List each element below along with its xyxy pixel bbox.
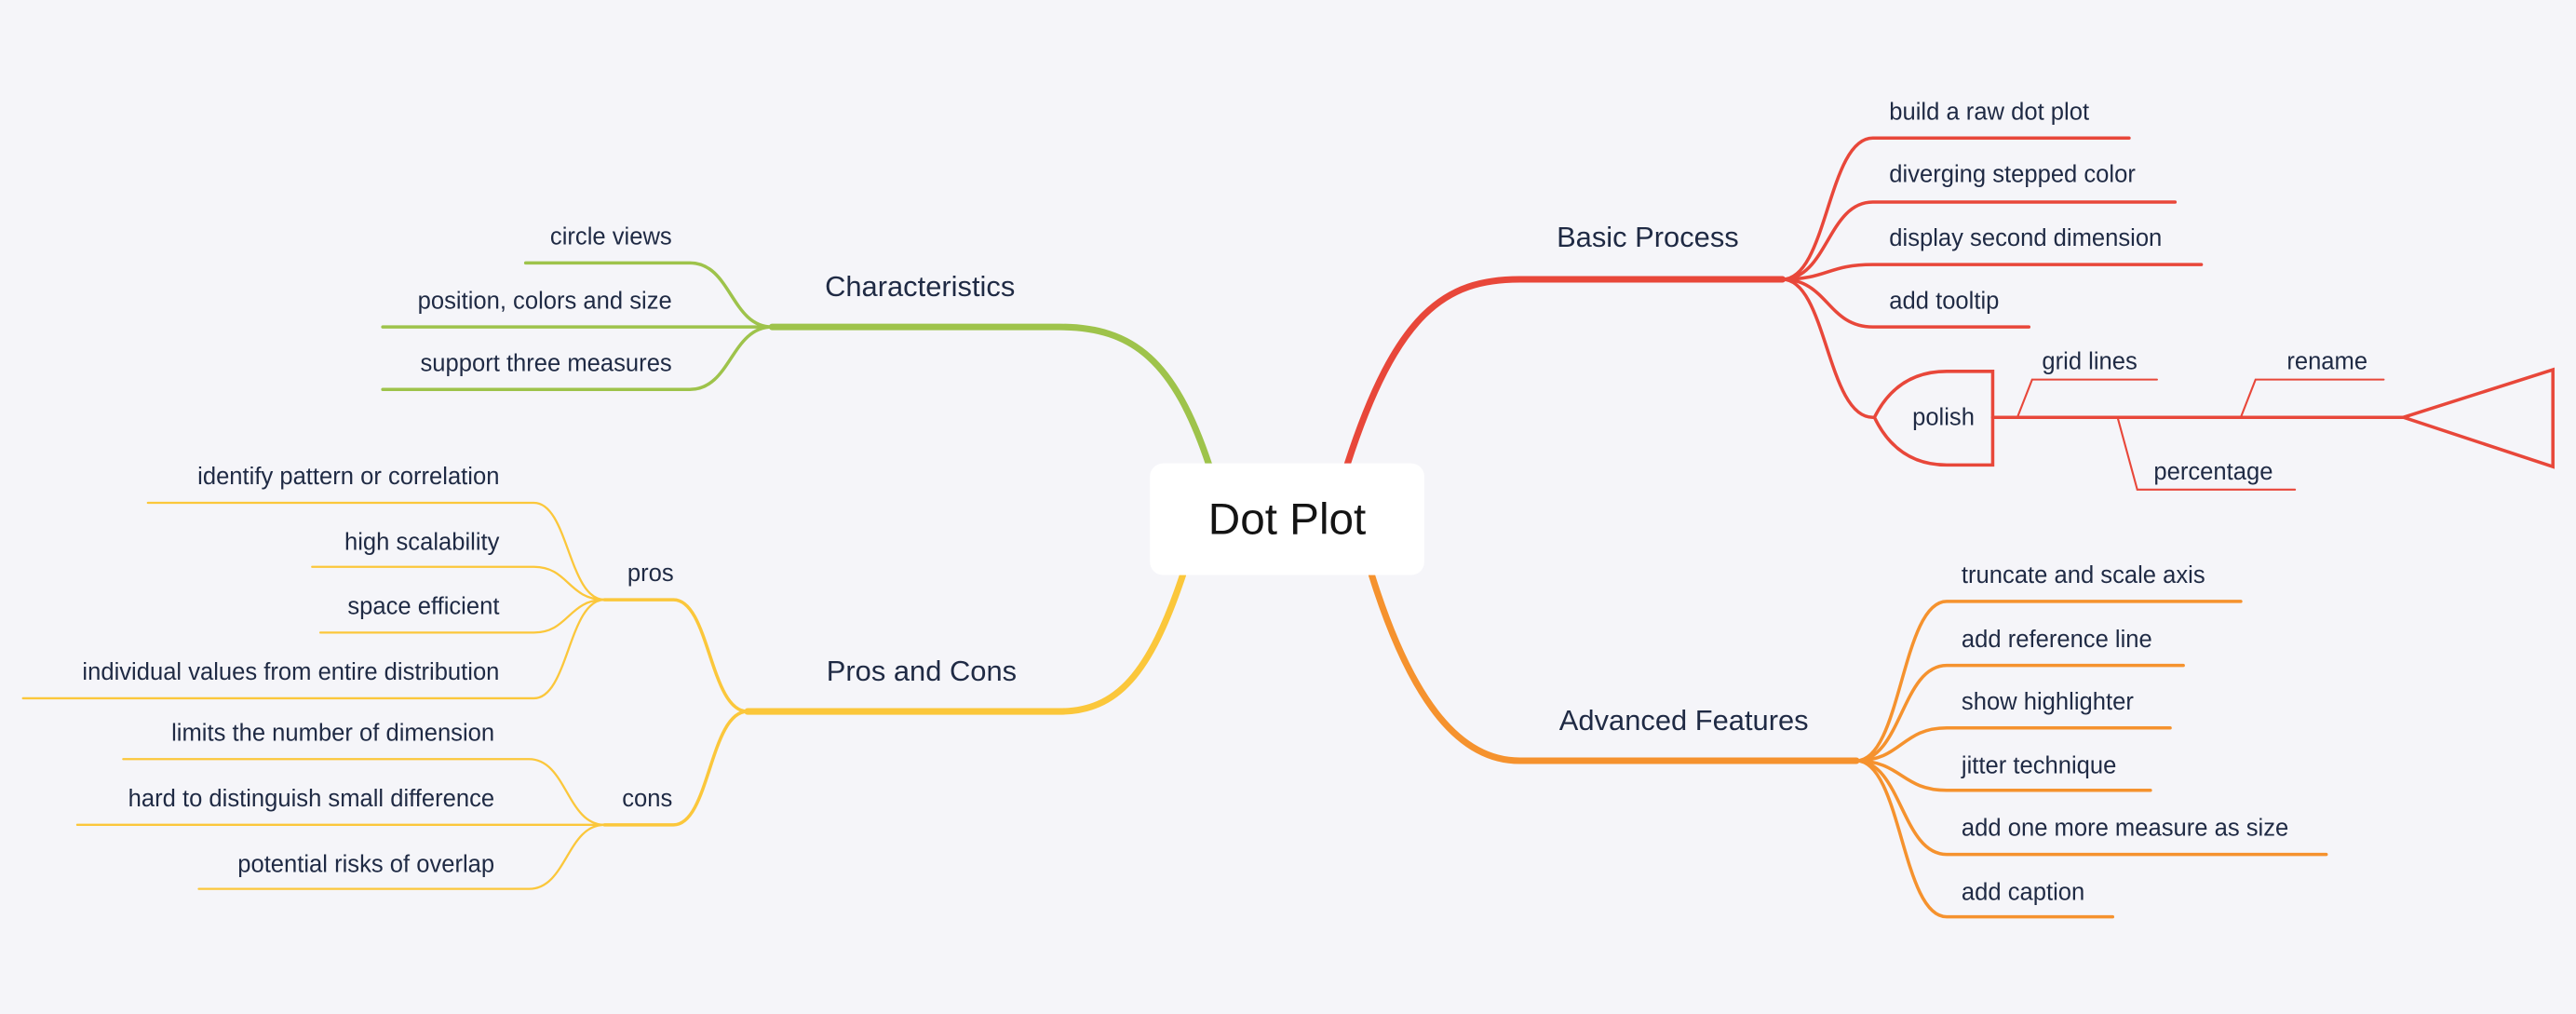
polish-triangle xyxy=(2397,367,2555,469)
connector-polish xyxy=(1780,277,1875,419)
leaf-add-tooltip[interactable]: add tooltip xyxy=(1889,289,2000,316)
connector-individual-values xyxy=(21,598,606,700)
leaf-identify-pattern[interactable]: identify pattern or correlation xyxy=(197,464,500,492)
connector-add-tooltip xyxy=(1780,277,2031,329)
leaf-add-measure-as-size[interactable]: add one more measure as size xyxy=(1961,816,2289,843)
leaf-limits-dimension[interactable]: limits the number of dimension xyxy=(171,721,495,748)
connector-grid-lines xyxy=(2016,378,2158,419)
leaf-hard-to-distinguish[interactable]: hard to distinguish small difference xyxy=(128,786,495,814)
connector-add-caption xyxy=(1854,759,2115,919)
connector-root-basic-process xyxy=(1343,276,1787,468)
polish-shape xyxy=(1872,370,1995,467)
leaf-display-second-dimension[interactable]: display second dimension xyxy=(1889,226,2163,253)
leaf-rename[interactable]: rename xyxy=(2286,349,2368,376)
connector-space-efficient xyxy=(318,598,606,634)
root-label: Dot Plot xyxy=(1207,493,1367,544)
leaf-risks-of-overlap[interactable]: potential risks of overlap xyxy=(237,852,495,879)
connector-jitter-technique xyxy=(1854,759,2152,792)
leaf-show-highlighter[interactable]: show highlighter xyxy=(1961,689,2134,716)
branch-characteristics[interactable]: Characteristics xyxy=(825,269,1016,304)
leaf-support-three-measures[interactable]: support three measures xyxy=(420,351,672,378)
leaf-individual-values[interactable]: individual values from entire distributi… xyxy=(82,659,500,687)
connector-root-pros-and-cons xyxy=(744,572,1187,715)
connector-add-reference-line xyxy=(1854,663,2185,763)
connector-root-characteristics xyxy=(768,323,1213,468)
leaf-jitter-technique[interactable]: jitter technique xyxy=(1961,753,2117,780)
connector-circle-views xyxy=(523,261,775,329)
leaf-pros[interactable]: pros xyxy=(627,561,674,588)
connector-root-advanced-features xyxy=(1368,572,1860,764)
branch-advanced-features[interactable]: Advanced Features xyxy=(1558,703,1809,737)
connector-build-raw-dot-plot xyxy=(1780,136,2131,281)
leaf-circle-views[interactable]: circle views xyxy=(549,224,672,251)
branch-basic-process[interactable]: Basic Process xyxy=(1557,220,1739,254)
leaf-build-raw-dot-plot[interactable]: build a raw dot plot xyxy=(1889,100,2090,127)
connector-cons xyxy=(602,710,749,827)
connector-percentage xyxy=(2116,416,2297,491)
leaf-grid-lines[interactable]: grid lines xyxy=(2042,349,2138,376)
connector-rename xyxy=(2239,378,2385,419)
branch-pros-and-cons[interactable]: Pros and Cons xyxy=(826,654,1018,688)
connector-add-measure-as-size xyxy=(1854,759,2328,857)
connector-limits-dimension xyxy=(122,758,606,826)
leaf-cons[interactable]: cons xyxy=(622,786,673,814)
connector-high-scalability xyxy=(311,565,606,602)
leaf-position-colors-size[interactable]: position, colors and size xyxy=(417,289,672,316)
leaf-add-caption[interactable]: add caption xyxy=(1961,880,2085,907)
leaf-add-reference-line[interactable]: add reference line xyxy=(1961,627,2152,654)
leaf-space-efficient[interactable]: space efficient xyxy=(347,594,500,621)
connector-diverging-stepped-color xyxy=(1780,200,2178,281)
leaf-diverging-stepped-color[interactable]: diverging stepped color xyxy=(1889,162,2136,189)
root-node[interactable]: Dot Plot xyxy=(1150,463,1424,575)
connector-display-second-dimension xyxy=(1780,263,2204,281)
connector-pros xyxy=(602,598,749,713)
connector-risks-of-overlap xyxy=(197,823,606,890)
connector-truncate-scale-axis xyxy=(1854,600,2243,763)
leaf-truncate-scale-axis[interactable]: truncate and scale axis xyxy=(1961,562,2205,590)
leaf-percentage[interactable]: percentage xyxy=(2153,459,2273,486)
leaf-high-scalability[interactable]: high scalability xyxy=(344,530,500,557)
connector-identify-pattern xyxy=(146,501,606,602)
connector-support-three-measures xyxy=(381,325,775,391)
leaf-polish[interactable]: polish xyxy=(1912,405,1975,432)
connector-show-highlighter xyxy=(1854,725,2172,763)
